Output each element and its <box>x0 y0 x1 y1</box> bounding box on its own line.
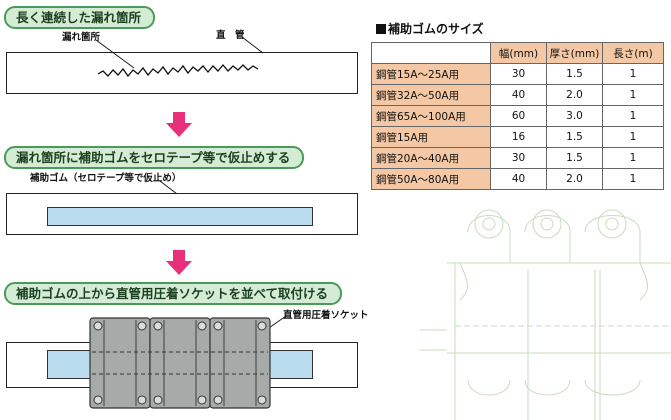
step3-heading: 補助ゴムの上から直管用圧着ソケットを並べて取付ける <box>4 282 343 305</box>
table-corner <box>371 42 491 64</box>
cell-length: 1 <box>602 126 664 148</box>
down-arrow-1 <box>166 112 192 137</box>
row-name: 鋼管50A～80A用 <box>371 168 491 190</box>
cell-width: 40 <box>490 168 547 190</box>
cell-width: 40 <box>490 84 547 106</box>
sizes-title: 補助ゴムのサイズ <box>376 20 484 37</box>
cell-length: 1 <box>602 168 664 190</box>
row-name: 鋼管15A用 <box>371 126 491 148</box>
straight-pipe-1 <box>6 52 358 94</box>
cell-thickness: 1.5 <box>546 147 603 169</box>
cell-length: 1 <box>602 105 664 127</box>
socket-label: 直管用圧着ソケット <box>283 310 369 321</box>
table-row: 鋼管50A～80A用 40 2.0 1 <box>371 168 664 190</box>
step1-heading: 長く連続した漏れ箇所 <box>4 6 156 29</box>
compression-sockets <box>89 317 271 409</box>
rubber-label: 補助ゴム（セロテープ等で仮止め） <box>30 173 182 184</box>
cell-thickness: 1.5 <box>546 63 603 85</box>
row-name: 鋼管20A～40A用 <box>371 147 491 169</box>
sizes-title-text: 補助ゴムのサイズ <box>388 22 484 36</box>
cell-length: 1 <box>602 84 664 106</box>
table-row: 鋼管20A～40A用 30 1.5 1 <box>371 147 664 169</box>
pipe-label: 直 管 <box>216 30 245 41</box>
cell-length: 1 <box>602 63 664 85</box>
down-arrow-2 <box>166 250 192 275</box>
cell-length: 1 <box>602 147 664 169</box>
cell-thickness: 2.0 <box>546 84 603 106</box>
table-header-row: 幅(mm) 厚さ(mm) 長さ(m) <box>371 42 664 64</box>
row-name: 鋼管15A～25A用 <box>371 63 491 85</box>
row-name: 鋼管32A～50A用 <box>371 84 491 106</box>
auxiliary-rubber <box>47 207 313 226</box>
cell-width: 16 <box>490 126 547 148</box>
table-row: 鋼管32A～50A用 40 2.0 1 <box>371 84 664 106</box>
table-row: 鋼管15A～25A用 30 1.5 1 <box>371 63 664 85</box>
header-width: 幅(mm) <box>490 42 547 64</box>
table-row: 鋼管15A用 16 1.5 1 <box>371 126 664 148</box>
cell-width: 60 <box>490 105 547 127</box>
row-name: 鋼管65A～100A用 <box>371 105 491 127</box>
cell-thickness: 1.5 <box>546 126 603 148</box>
header-thickness: 厚さ(mm) <box>546 42 603 64</box>
cell-width: 30 <box>490 147 547 169</box>
cell-width: 30 <box>490 63 547 85</box>
leak-label: 漏れ箇所 <box>62 32 101 43</box>
header-length: 長さ(m) <box>602 42 664 64</box>
step2-heading: 漏れ箇所に補助ゴムをセロテープ等で仮止めする <box>4 146 305 169</box>
rubber-size-table: 幅(mm) 厚さ(mm) 長さ(m) 鋼管15A～25A用 30 1.5 1 鋼… <box>371 42 664 190</box>
cell-thickness: 2.0 <box>546 168 603 190</box>
leak-crack <box>95 36 264 78</box>
cell-thickness: 3.0 <box>546 105 603 127</box>
table-row: 鋼管65A～100A用 60 3.0 1 <box>371 105 664 127</box>
